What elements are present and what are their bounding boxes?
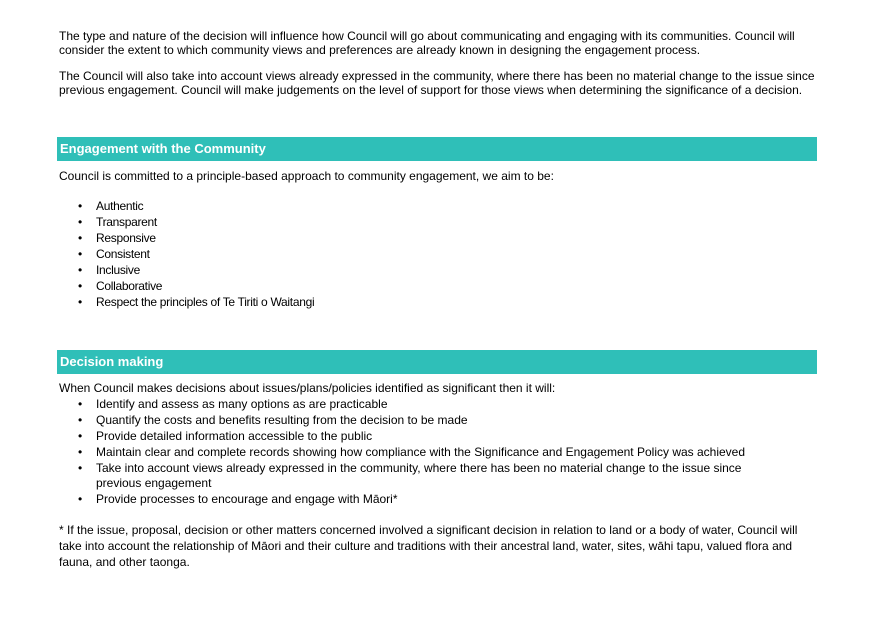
list-item: Transparent (59, 214, 779, 230)
list-item: Collaborative (59, 278, 779, 294)
list-item: Identify and assess as many options as a… (59, 397, 779, 412)
list-item: Provide processes to encourage and engag… (59, 492, 779, 507)
list-item: Consistent (59, 246, 779, 262)
list-item: Provide detailed information accessible … (59, 429, 779, 444)
list-item: Responsive (59, 230, 779, 246)
engagement-lead-text: Council is committed to a principle-base… (59, 169, 554, 183)
intro-paragraph-1: The type and nature of the decision will… (59, 29, 795, 57)
footnote: * If the issue, proposal, decision or ot… (59, 523, 798, 569)
list-item: Take into account views already expresse… (59, 461, 779, 491)
list-item: Inclusive (59, 262, 779, 278)
list-item: Maintain clear and complete records show… (59, 445, 779, 460)
list-item: Quantify the costs and benefits resultin… (59, 413, 779, 428)
engagement-values-list: Authentic Transparent Responsive Consist… (59, 198, 779, 310)
intro-paragraph-2: The Council will also take into account … (59, 69, 815, 97)
list-item: Respect the principles of Te Tiriti o Wa… (59, 294, 779, 310)
list-item: Authentic (59, 198, 779, 214)
decision-lead-text: When Council makes decisions about issue… (59, 381, 556, 395)
engagement-section-heading: Engagement with the Community (57, 137, 817, 161)
decision-section-heading: Decision making (57, 350, 817, 374)
decision-steps-list: Identify and assess as many options as a… (59, 397, 779, 508)
